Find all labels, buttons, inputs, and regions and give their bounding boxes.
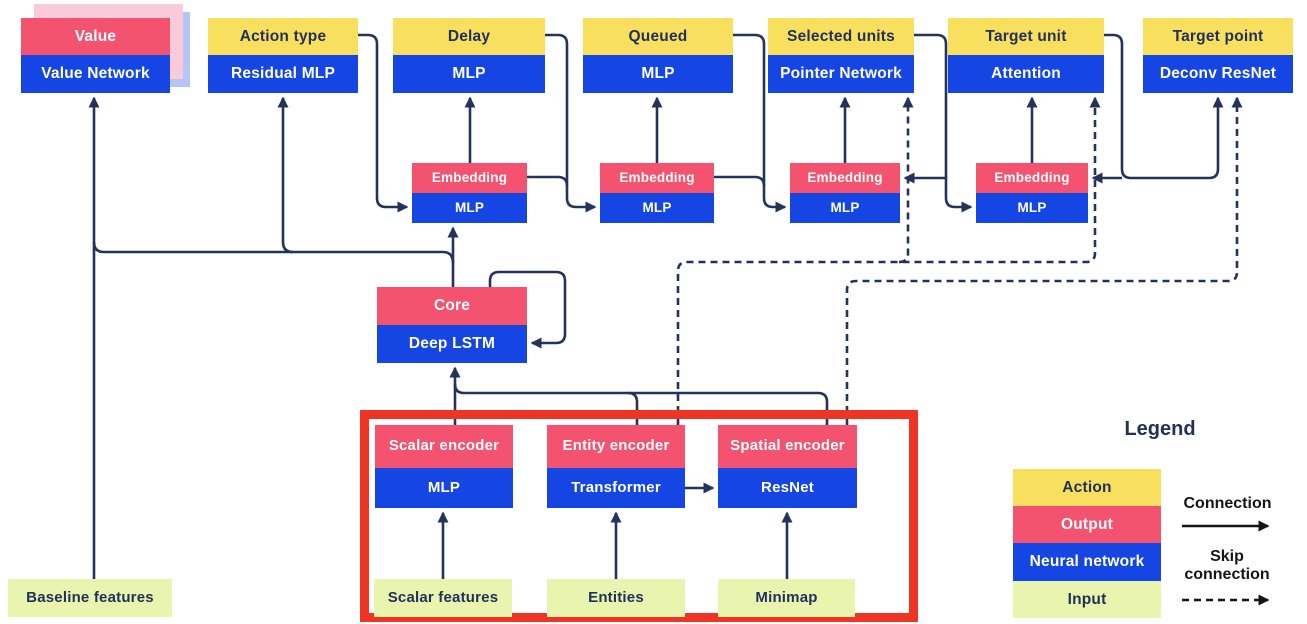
embedding-4: Embedding MLP xyxy=(976,163,1088,223)
embedding-1-mlp-label: MLP xyxy=(412,193,527,223)
head-value: Value Value Network xyxy=(21,18,170,93)
embedding-3-label: Embedding xyxy=(790,163,900,193)
core-label: Core xyxy=(377,287,527,325)
legend-output-swatch: Output xyxy=(1013,506,1161,543)
pointer-network-label: Pointer Network xyxy=(768,55,914,93)
value-network-label: Value Network xyxy=(21,55,170,93)
embedding-4-label: Embedding xyxy=(976,163,1088,193)
embedding-1-label: Embedding xyxy=(412,163,527,193)
legend-input-swatch: Input xyxy=(1013,581,1161,618)
embedding-1: Embedding MLP xyxy=(412,163,527,223)
embedding-4-mlp-label: MLP xyxy=(976,193,1088,223)
connection-embedding2-out xyxy=(714,175,766,187)
input-scalar-features: Scalar features xyxy=(374,579,512,617)
connection-selectedunits-to-embedding4 xyxy=(914,33,973,213)
legend-connection-label: Connection xyxy=(1183,495,1272,512)
delay-label: Delay xyxy=(393,18,545,55)
legend-swatches: Action Output Neural network Input xyxy=(1013,469,1161,618)
deconv-resnet-label: Deconv ResNet xyxy=(1143,55,1293,93)
head-target-unit: Target unit Attention xyxy=(948,18,1104,93)
connection-embedding1-out xyxy=(527,175,569,187)
spatial-encoder: Spatial encoder ResNet xyxy=(718,425,857,508)
connection-core-output-bus xyxy=(92,241,455,264)
head-action-type: Action type Residual MLP xyxy=(208,18,358,93)
residual-mlp-label: Residual MLP xyxy=(208,55,358,93)
embedding-2-mlp-label: MLP xyxy=(600,193,714,223)
legend-skip-connection-label: Skip connection xyxy=(1184,548,1270,584)
transformer-label: Transformer xyxy=(547,468,685,508)
delay-mlp-label: MLP xyxy=(393,55,545,93)
scalar-encoder: Scalar encoder MLP xyxy=(375,425,513,508)
connection-spatial-to-core xyxy=(453,383,829,425)
value-output-label: Value xyxy=(21,18,170,55)
action-type-label: Action type xyxy=(208,18,358,55)
embedding-3: Embedding MLP xyxy=(790,163,900,223)
input-entities: Entities xyxy=(547,579,685,617)
connection-actiontype-to-embedding1 xyxy=(358,33,409,213)
deep-lstm-label: Deep LSTM xyxy=(377,325,527,363)
encoder-highlight-frame xyxy=(360,410,918,622)
legend-title: Legend xyxy=(1124,418,1196,440)
connection-core-to-actiontype xyxy=(277,96,294,254)
embedding-2-label: Embedding xyxy=(600,163,714,193)
skip-entity-to-pointernetwork xyxy=(898,96,914,264)
input-minimap: Minimap xyxy=(718,579,855,617)
queued-mlp-label: MLP xyxy=(583,55,733,93)
embedding-3-mlp-label: MLP xyxy=(790,193,900,223)
queued-label: Queued xyxy=(583,18,733,55)
connection-entity-to-core xyxy=(627,391,639,425)
head-delay: Delay MLP xyxy=(393,18,545,93)
selected-units-label: Selected units xyxy=(768,18,914,55)
attention-label: Attention xyxy=(948,55,1104,93)
skip-spatial-to-deconv xyxy=(845,96,1243,425)
legend-action-swatch: Action xyxy=(1013,469,1161,506)
input-baseline-features: Baseline features xyxy=(8,579,172,617)
head-target-point: Target point Deconv ResNet xyxy=(1143,18,1293,93)
connection-delay-to-embedding2 xyxy=(545,33,597,213)
resnet-label: ResNet xyxy=(718,468,857,508)
connection-queued-to-embedding3 xyxy=(733,33,787,213)
connection-core-self-loop xyxy=(488,270,567,349)
target-point-label: Target point xyxy=(1143,18,1293,55)
scalar-encoder-mlp-label: MLP xyxy=(375,468,513,508)
legend-neural-network-swatch: Neural network xyxy=(1013,543,1161,581)
entity-encoder-label: Entity encoder xyxy=(547,425,685,468)
head-queued: Queued MLP xyxy=(583,18,733,93)
head-selected-units: Selected units Pointer Network xyxy=(768,18,914,93)
connection-targetunit-to-targetpoint xyxy=(1104,33,1224,180)
entity-encoder: Entity encoder Transformer xyxy=(547,425,685,508)
target-unit-label: Target unit xyxy=(948,18,1104,55)
core: Core Deep LSTM xyxy=(377,287,527,363)
spatial-encoder-label: Spatial encoder xyxy=(718,425,857,468)
scalar-encoder-label: Scalar encoder xyxy=(375,425,513,468)
skip-entity-to-attention xyxy=(676,96,1101,425)
embedding-2: Embedding MLP xyxy=(600,163,714,223)
